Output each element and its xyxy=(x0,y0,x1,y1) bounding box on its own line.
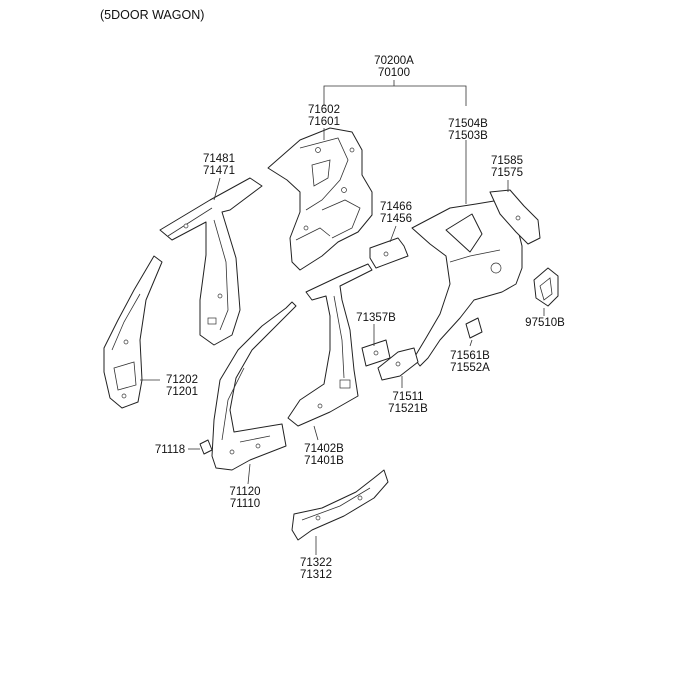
part-number: 71585 xyxy=(491,155,523,167)
callout-71602: 71602 71601 xyxy=(308,104,340,128)
part-number: 71466 xyxy=(380,201,412,213)
callout-71561b: 71561B 71552A xyxy=(450,350,490,374)
quarter-outer-panel[interactable] xyxy=(411,199,523,367)
part-number: 71118 xyxy=(155,444,185,456)
part-number: 71120 xyxy=(229,486,260,498)
part-number: 97510B xyxy=(525,317,565,329)
callout-71402b: 71402B 71401B xyxy=(304,443,344,467)
callout-71202: 71202 71201 xyxy=(166,374,198,398)
callout-97510b: 97510B xyxy=(525,317,565,329)
side-outer-front[interactable] xyxy=(211,301,297,471)
reinforcement-strip[interactable] xyxy=(369,237,409,269)
front-pillar-inner[interactable] xyxy=(103,255,163,409)
part-number: 71511 xyxy=(392,391,423,403)
rear-bracket[interactable] xyxy=(377,347,419,381)
part-number: 71110 xyxy=(230,498,260,510)
pillar-clip[interactable] xyxy=(199,439,213,455)
part-number: 70100 xyxy=(378,67,410,79)
side-outer-center[interactable] xyxy=(287,263,373,427)
part-number: 71552A xyxy=(450,362,490,374)
quarter-clip[interactable] xyxy=(465,317,483,339)
part-number: 71401B xyxy=(304,455,344,467)
quarter-bracket[interactable] xyxy=(489,189,541,245)
part-number: 71202 xyxy=(166,374,198,386)
part-number: 71322 xyxy=(300,557,332,569)
part-number: 71503B xyxy=(448,130,488,142)
part-number: 71504B xyxy=(448,118,488,130)
part-number: 71561B xyxy=(450,350,490,362)
side-sill[interactable] xyxy=(291,469,389,541)
callout-71466: 71466 71456 xyxy=(380,201,412,225)
callout-71504b: 71504B 71503B xyxy=(448,118,488,142)
callout-71585: 71585 71575 xyxy=(491,155,523,179)
leader-lines xyxy=(140,80,545,555)
callout-71511: 71511 71521B xyxy=(388,391,428,415)
part-number: 71481 xyxy=(203,153,235,165)
quarter-inner-panel[interactable] xyxy=(267,127,373,271)
part-number: 71471 xyxy=(203,165,235,177)
callout-70200a: 70200A 70100 xyxy=(374,55,414,79)
part-number: 71602 xyxy=(308,104,340,116)
callout-71120: 71120 71110 xyxy=(229,486,260,510)
part-number: 70200A xyxy=(374,55,414,67)
part-number: 71601 xyxy=(308,116,340,128)
part-number: 71402B xyxy=(304,443,344,455)
callout-71118: 71118 xyxy=(155,444,185,456)
callout-71322: 71322 71312 xyxy=(300,557,332,581)
callout-71357b: 71357B xyxy=(356,312,396,324)
center-pillar-inner[interactable] xyxy=(159,177,263,346)
part-number: 71201 xyxy=(166,386,198,398)
callout-71481: 71481 71471 xyxy=(203,153,235,177)
part-number: 71521B xyxy=(388,403,428,415)
part-number: 71575 xyxy=(491,167,523,179)
part-number: 71456 xyxy=(380,213,412,225)
part-number: 71357B xyxy=(356,312,396,324)
fuel-filler-door[interactable] xyxy=(533,267,559,307)
part-number: 71312 xyxy=(300,569,332,581)
diagram-title: (5DOOR WAGON) xyxy=(100,8,204,22)
